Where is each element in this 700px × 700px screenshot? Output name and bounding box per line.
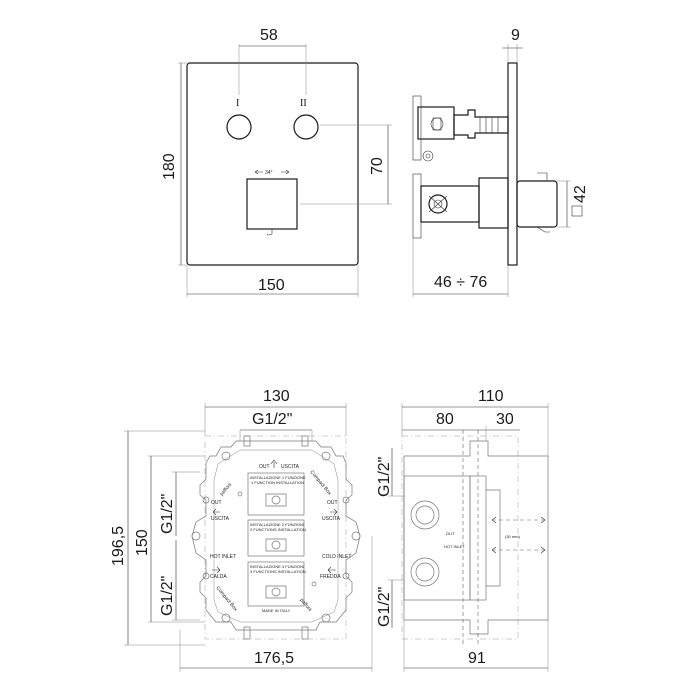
out-left-label: OUT: [211, 500, 222, 506]
faceplate-side-view: 9 42 46 ÷ 76: [412, 27, 589, 297]
rotation-angle-label: 34°: [265, 170, 273, 176]
dimension-knob-offset: 70: [300, 124, 392, 205]
inlet-connectors: OUT HOT INLET: [410, 500, 465, 587]
dim-side-thread-lower-text: G1/2": [376, 587, 393, 627]
lower-valve: [412, 173, 509, 239]
uscita-left-label: USCITA: [211, 516, 230, 522]
dimension-height: 180: [161, 62, 187, 266]
dim-176-text: 176,5: [254, 650, 294, 667]
dim-80-text: 80: [436, 411, 454, 428]
out-top-arrow: [270, 459, 278, 468]
dim-box-150-text: 150: [134, 529, 151, 556]
panel-3-line-2: 3 FUNCTIONS INSTALLATION: [250, 569, 306, 574]
brand-label-2: paffoni: [298, 597, 312, 612]
dimension-thread-left: G1/2" G1/2": [159, 471, 200, 621]
dim-thread-left-lower-text: G1/2": [159, 576, 176, 616]
uscita-right-label: USCITA: [322, 516, 341, 522]
compact-box-front-view: INSTALLAZIONE 1 FUNZIONE 1 FUNCTION INST…: [110, 388, 373, 672]
button-two-label: II: [300, 98, 307, 109]
dimension-thickness: 9: [502, 27, 523, 63]
svg-text:OUT: OUT: [446, 531, 455, 536]
uscita-top-label: USCITA: [281, 464, 300, 470]
faceplate-front-view: I II 34° 58 180 150: [161, 27, 392, 297]
dimension-box-overall-width: 176,5: [179, 536, 373, 672]
made-in-italy-text: MADE IN ITALY: [262, 608, 291, 613]
instruction-panel-2: INSTALLAZIONE 2 FUNZIONI 2 FUNCTIONS INS…: [247, 519, 306, 557]
dimension-button-spacing: 58: [238, 27, 307, 95]
dimension-side-total: 110: [401, 388, 549, 456]
dimension-box-height: 150: [134, 455, 205, 623]
dim-42-text: 42: [572, 185, 589, 203]
compact-box-label-2: Compact Box: [214, 585, 238, 612]
dimension-side-body: 80 30: [402, 411, 520, 441]
dim-side-thread-upper-text: G1/2": [376, 457, 393, 497]
dimension-box-overall-height: 196,5: [110, 430, 205, 646]
dim-180-text: 180: [161, 153, 178, 180]
button-one: [226, 114, 252, 140]
dim-196-text: 196,5: [110, 526, 127, 566]
panel-3-line-1: INSTALLAZIONE 3 FUNZIONI: [250, 564, 304, 569]
dim-9-text: 9: [511, 27, 520, 44]
side-plate: [507, 62, 518, 266]
calda-label: CALDA: [210, 574, 227, 580]
panel-1-line-2: 1 FUNCTION INSTALLATION: [251, 480, 304, 485]
box-outer-envelope: [204, 435, 347, 640]
instruction-panel-3: INSTALLAZIONE 3 FUNZIONI 3 FUNCTIONS INS…: [247, 561, 306, 613]
dim-130-text: 130: [263, 388, 290, 405]
svg-text:HOT INLET: HOT INLET: [444, 544, 465, 549]
dimension-side-threads: G1/2" G1/2": [376, 448, 404, 628]
dim-46-76-text: 46 ÷ 76: [434, 274, 487, 291]
rotation-indicator: 34°: [254, 169, 290, 176]
dim-thread-left-upper-text: G1/2": [159, 494, 176, 534]
out-top-label: OUT: [259, 464, 270, 470]
dim-30-text: 30: [496, 411, 514, 428]
brand-label-1: paffoni: [219, 482, 233, 497]
dimension-box-width: 130 G1/2": [204, 388, 347, 441]
compact-box-label-1: Compact Box: [308, 469, 332, 496]
upper-valve: [412, 95, 509, 162]
max-extension-label: (30 mm): [505, 534, 521, 539]
knob-side-profile: [516, 180, 558, 228]
side-body-outline: [403, 440, 549, 635]
button-one-label: I: [236, 98, 239, 109]
mounting-brackets: [191, 435, 361, 640]
compact-box-side-view: OUT HOT INLET (30 mm) 110 80 30: [376, 388, 549, 672]
panel-2-line-1: INSTALLAZIONE 2 FUNZIONI: [250, 522, 304, 527]
button-two: [293, 114, 319, 140]
panel-2-line-2: 2 FUNCTIONS INSTALLATION: [250, 527, 306, 532]
dim-58-text: 58: [260, 27, 278, 44]
out-right-label: OUT: [327, 500, 338, 506]
thermostat-knob: [246, 178, 298, 230]
hot-inlet-label: HOT INLET: [210, 554, 236, 560]
dimension-knob-square: 42: [557, 180, 589, 228]
dim-150-text: 150: [258, 277, 285, 294]
dim-110-text: 110: [478, 388, 504, 405]
dim-thread-top-text: G1/2": [252, 411, 292, 428]
dim-70-text: 70: [369, 157, 386, 175]
knob-indicator: [266, 229, 273, 236]
cold-inlet-label: COLD INLET: [322, 554, 351, 560]
dimension-side-bottom: 91: [403, 620, 549, 672]
dimension-depth-range: 46 ÷ 76: [412, 238, 509, 297]
fredda-label: FREDDA: [320, 574, 341, 580]
dimension-width: 150: [186, 265, 359, 297]
dim-91-text: 91: [468, 650, 486, 667]
instruction-panel-1: INSTALLAZIONE 1 FUNZIONE 1 FUNCTION INST…: [247, 472, 306, 516]
box-body-outline: [191, 440, 361, 631]
panel-1-line-1: INSTALLAZIONE 1 FUNZIONE: [250, 475, 306, 480]
faceplate-outline: [186, 62, 359, 266]
